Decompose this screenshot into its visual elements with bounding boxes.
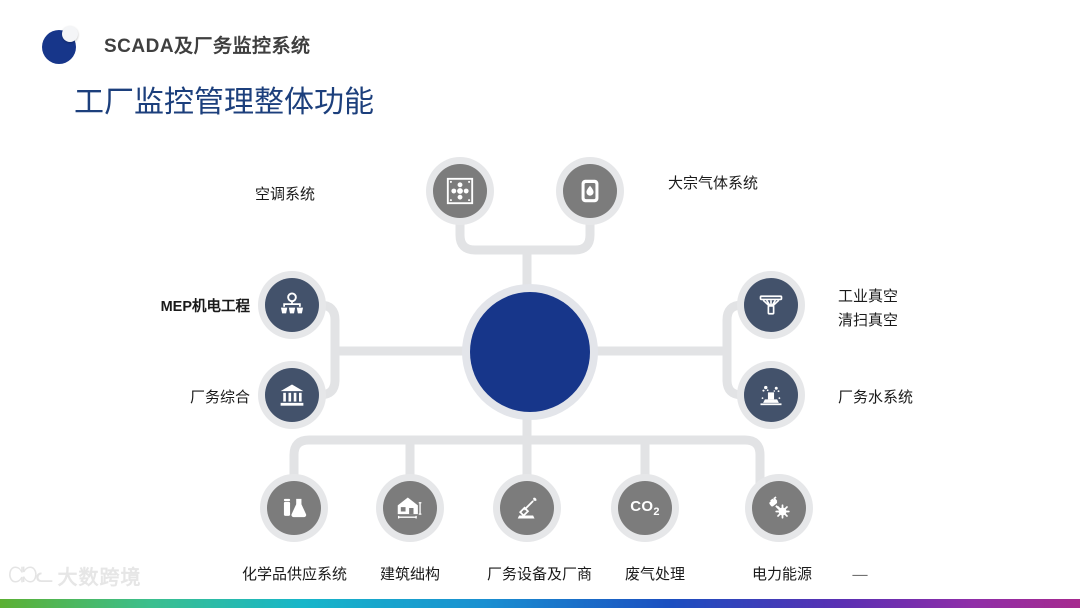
label-hvac: 空调系统 [254,187,315,203]
brand-title: SCADA及厂务监控系统 [104,36,311,57]
watermark-text: 大数跨境 [57,567,142,589]
gas-cylinder-icon [575,176,605,206]
water-fountain-icon [757,381,785,409]
label-power: 电力能源 [751,567,812,583]
watermark-logo-icon: ᘳᘰᓚ [8,563,53,587]
bank-building-icon [278,381,306,409]
page-title: 工厂监控管理整体功能 [74,86,374,119]
footer-gradient-bar [0,599,1080,608]
house-measure-icon [396,494,424,522]
label-water: 厂务水系统 [838,390,914,406]
label-equipment: 厂务设备及厂商 [486,567,592,583]
node-power[interactable] [752,481,806,535]
co2-icon: CO2 [630,498,660,518]
node-bulk-gas[interactable] [563,164,617,218]
node-structure[interactable] [383,481,437,535]
fan-vent-icon [445,176,475,206]
node-mep[interactable] [265,278,319,332]
label-facility: 厂务综合 [189,390,250,406]
hub-and-spoke-diagram: 空调系统 大宗气体系统 MEP机电工程 [0,140,1080,583]
vacuum-funnel-icon [757,291,785,319]
label-mep: MEP机电工程 [160,299,250,315]
label-vacuum: 工业真空 清扫真空 [838,289,899,329]
node-equipment[interactable] [500,481,554,535]
org-people-icon [278,291,306,319]
center-hub[interactable] [470,292,590,412]
label-bulk-gas: 大宗气体系统 [668,176,759,192]
node-hvac[interactable] [433,164,487,218]
label-exhaust: 废气处理 [624,567,685,583]
brand-logo-icon [42,26,82,66]
label-chemical: 化学品供应系统 [241,567,347,583]
label-structure: 建筑绌构 [379,567,440,583]
flask-chemical-icon [280,494,308,522]
node-water[interactable] [744,368,798,422]
node-exhaust[interactable]: CO2 [618,481,672,535]
robot-arm-icon [513,494,541,522]
node-facility[interactable] [265,368,319,422]
node-chemical[interactable] [267,481,321,535]
trailing-dash: — [852,567,868,583]
watermark: ᘳᘰᓚ 大数跨境 [8,561,142,590]
node-vacuum[interactable] [744,278,798,332]
plug-power-icon [765,494,793,522]
